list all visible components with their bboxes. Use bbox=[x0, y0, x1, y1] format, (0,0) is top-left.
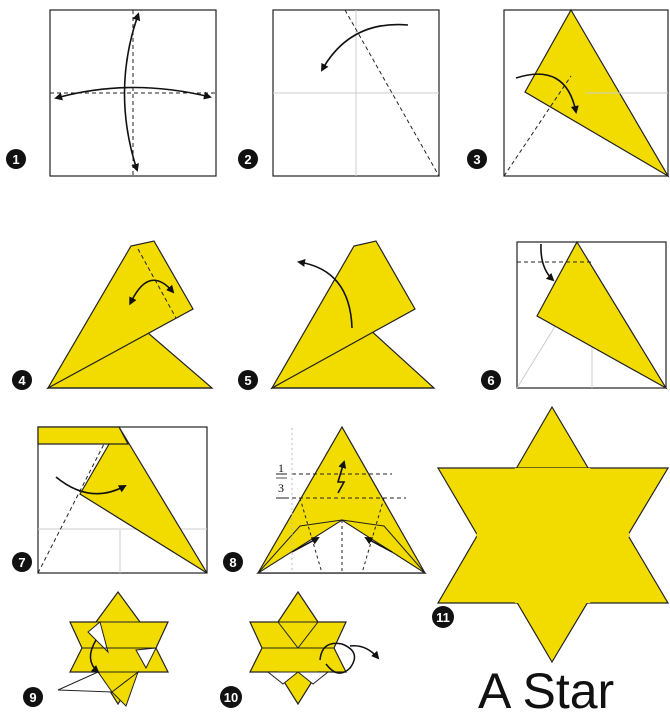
step-badge-11: 11 bbox=[432, 606, 454, 628]
step-number: 6 bbox=[487, 373, 494, 388]
step-badge-2: 2 bbox=[238, 149, 258, 169]
step-badge-8: 8 bbox=[223, 552, 243, 572]
step-number: 11 bbox=[436, 610, 450, 625]
step-1-diagram bbox=[49, 9, 217, 177]
step-number: 4 bbox=[18, 373, 26, 388]
step-number: 2 bbox=[244, 152, 251, 167]
step-badge-7: 7 bbox=[12, 552, 32, 572]
step-badge-5: 5 bbox=[238, 370, 258, 390]
step-badge-10: 10 bbox=[220, 686, 242, 708]
step-number: 7 bbox=[18, 555, 25, 570]
step-5-diagram bbox=[270, 240, 436, 390]
step-6-diagram bbox=[516, 240, 668, 390]
step-badge-4: 4 bbox=[12, 370, 32, 390]
fraction-denominator: 3 bbox=[278, 481, 284, 495]
step-number: 10 bbox=[224, 690, 238, 705]
step-number: 5 bbox=[244, 373, 251, 388]
step-4-diagram bbox=[46, 240, 214, 390]
step-11-star bbox=[436, 405, 670, 664]
step-7-diagram bbox=[37, 425, 208, 574]
step-number: 3 bbox=[473, 152, 480, 167]
step-number: 9 bbox=[29, 690, 36, 705]
step-2-diagram bbox=[272, 9, 440, 177]
step-badge-1: 1 bbox=[6, 149, 26, 169]
step-3-diagram bbox=[503, 8, 670, 178]
fraction-numerator: 1 bbox=[278, 461, 284, 475]
step-9-diagram bbox=[57, 590, 169, 707]
diagram-title: A Star bbox=[478, 663, 614, 719]
step-10-diagram bbox=[249, 590, 380, 706]
step-number: 8 bbox=[229, 555, 236, 570]
step-badge-9: 9 bbox=[23, 687, 43, 707]
step-badge-3: 3 bbox=[467, 149, 487, 169]
step-badge-6: 6 bbox=[481, 370, 501, 390]
step-8-diagram: 1 3 bbox=[255, 425, 428, 574]
step-number: 1 bbox=[12, 152, 19, 167]
